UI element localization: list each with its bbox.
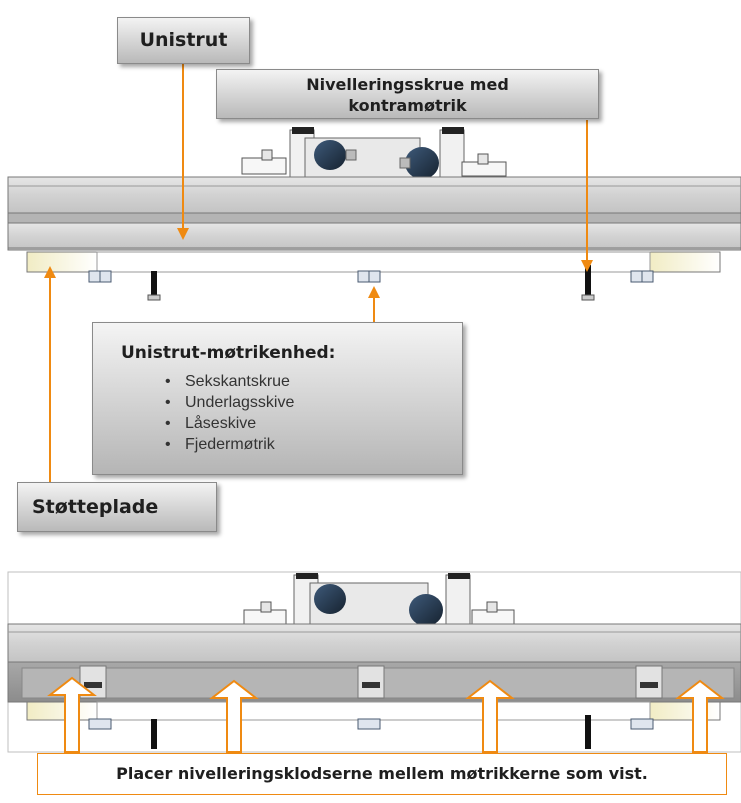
leveling-screw-label-line2: kontramøtrik	[348, 96, 467, 115]
nut-assembly-title: Unistrut-møtrikenhed:	[121, 343, 336, 363]
nut-assembly-list: Sekskantskrue Underlagsskive Låseskive F…	[163, 371, 294, 455]
support-plate-right	[649, 251, 721, 273]
leveling-screws-top	[147, 265, 595, 301]
list-item: Fjedermøtrik	[163, 434, 294, 455]
callout-arrows-top	[44, 64, 593, 482]
bottom-assembly-drawing	[7, 571, 741, 753]
leveling-screw-label-line1: Nivelleringsskrue med	[306, 75, 509, 94]
leveling-block-top	[241, 127, 507, 181]
list-item: Låseskive	[163, 413, 294, 434]
list-item: Underlagsskive	[163, 392, 294, 413]
list-item: Sekskantskrue	[163, 371, 294, 392]
leveling-screw-label: Nivelleringsskrue med kontramøtrik	[216, 69, 599, 119]
unistrut-rail-top	[7, 176, 741, 251]
unistrut-label: Unistrut	[117, 17, 250, 64]
placement-arrows	[47, 676, 725, 753]
support-plate-label-text: Støtteplade	[32, 496, 159, 518]
nuts-top	[88, 270, 654, 283]
instruction-text: Placer nivelleringsklodserne mellem møtr…	[116, 764, 648, 783]
nut-assembly-box: Unistrut-møtrikenhed: Sekskantskrue Unde…	[92, 322, 463, 475]
support-plate-label: Støtteplade	[17, 482, 217, 532]
instruction-banner: Placer nivelleringsklodserne mellem møtr…	[37, 753, 727, 795]
support-plate-left	[26, 251, 98, 273]
unistrut-label-text: Unistrut	[139, 29, 228, 51]
